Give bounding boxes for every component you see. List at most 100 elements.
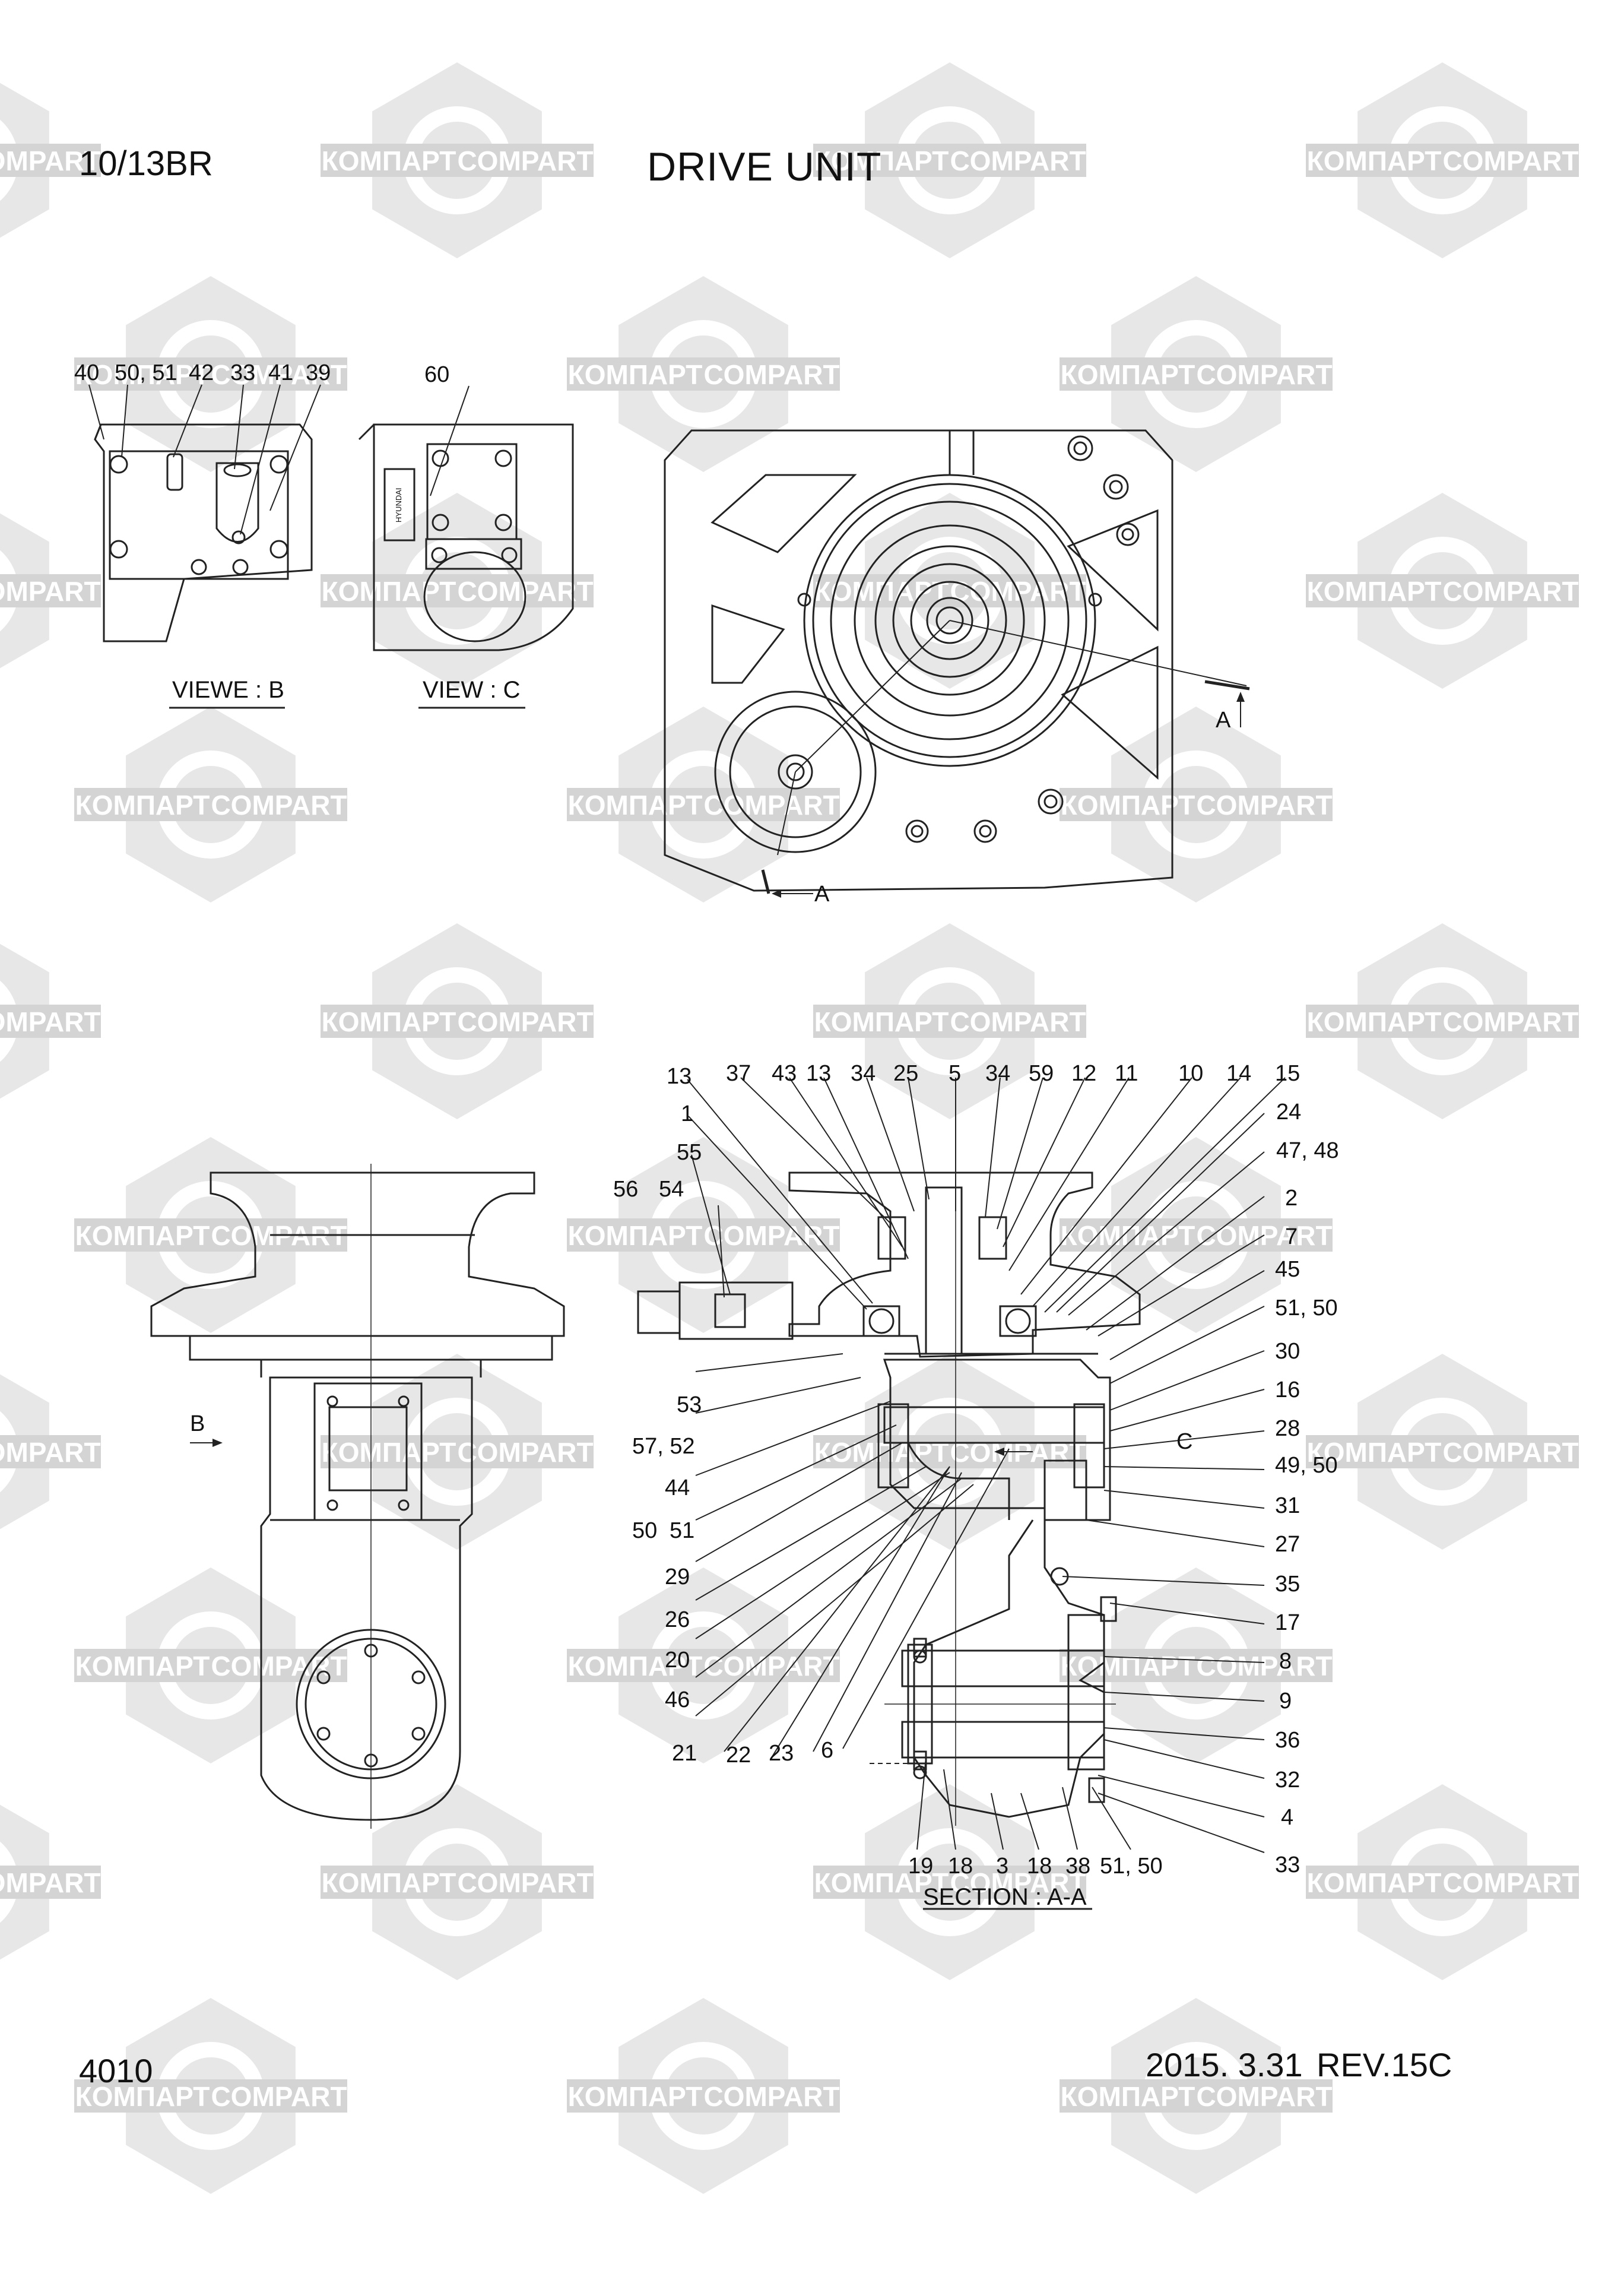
watermark-text: COMPART bbox=[950, 1867, 1086, 1898]
page-number: 4010 bbox=[79, 2052, 153, 2089]
view-b-caption: VIEWE : B bbox=[172, 677, 284, 703]
page-title: DRIVE UNIT bbox=[647, 144, 882, 189]
callout-7: 7 bbox=[1285, 1224, 1298, 1249]
watermark-text: КОМПАРТ bbox=[1307, 145, 1442, 176]
callout-31: 31 bbox=[1275, 1493, 1300, 1518]
watermark-text: КОМПАРТ bbox=[75, 790, 210, 821]
watermark-text: КОМПАРТ bbox=[814, 145, 949, 176]
callout-30: 30 bbox=[1275, 1339, 1300, 1364]
side-view-markers: B bbox=[190, 1411, 205, 1436]
view-c-callouts: 60 HYUNDAI VIEW : C bbox=[394, 362, 520, 703]
watermark-text: COMPART bbox=[457, 1006, 593, 1037]
callout-46: 46 bbox=[665, 1687, 690, 1712]
watermark-text: COMPART bbox=[950, 1006, 1086, 1037]
callout-34: 34 bbox=[985, 1061, 1010, 1086]
watermark-text: КОМПАРТ bbox=[1307, 576, 1442, 607]
callout-32: 32 bbox=[1275, 1768, 1300, 1793]
watermark-text: КОМПАРТ bbox=[322, 576, 456, 607]
callout-12: 12 bbox=[1071, 1061, 1096, 1086]
watermark-text: COMPART bbox=[0, 1006, 101, 1037]
watermark-text: КОМПАРТ bbox=[1061, 2081, 1195, 2112]
callout-9: 9 bbox=[1279, 1689, 1292, 1714]
watermark-text: КОМПАРТ bbox=[322, 1867, 456, 1898]
watermark-text: КОМПАРТ bbox=[75, 1220, 210, 1251]
watermark-text: COMPART bbox=[0, 145, 101, 176]
callout-8: 8 bbox=[1279, 1649, 1292, 1674]
side-view bbox=[150, 1164, 565, 1829]
callout-44: 44 bbox=[665, 1475, 690, 1500]
section-a-a-callouts: 13 37 43 13 34 25 5 34 59 12 11 10 14 15… bbox=[613, 1061, 1339, 1910]
callout-41: 41 bbox=[268, 360, 293, 385]
callout-18: 18 bbox=[1027, 1854, 1052, 1879]
section-a-a-leaders bbox=[687, 1077, 1286, 1853]
callout-56: 56 bbox=[613, 1177, 638, 1202]
watermark-text: КОМПАРТ bbox=[1307, 1006, 1442, 1037]
watermark-text: COMPART bbox=[0, 1437, 101, 1468]
section-a-a bbox=[637, 1128, 1141, 1910]
callout-39: 39 bbox=[306, 360, 331, 385]
callout-54: 54 bbox=[659, 1177, 684, 1202]
callout-45: 45 bbox=[1275, 1257, 1300, 1282]
callout-3: 3 bbox=[996, 1854, 1008, 1879]
callout-10: 10 bbox=[1178, 1061, 1203, 1086]
watermark-text: COMPART bbox=[1442, 1437, 1578, 1468]
view-c-caption: VIEW : C bbox=[423, 677, 520, 703]
callout-19: 19 bbox=[908, 1854, 933, 1879]
watermark-text: COMPART bbox=[211, 1651, 347, 1682]
callout-50-51: 50, 51 bbox=[115, 360, 177, 385]
watermark-text: COMPART bbox=[211, 790, 347, 821]
callout-11: 11 bbox=[1115, 1061, 1138, 1086]
watermark-text: КОМПАРТ bbox=[75, 1651, 210, 1682]
callout-15: 15 bbox=[1275, 1061, 1300, 1086]
revision-code: REV.15C bbox=[1317, 2046, 1452, 2083]
callout-29: 29 bbox=[665, 1565, 690, 1589]
callout-20: 20 bbox=[665, 1648, 690, 1673]
callout-35: 35 bbox=[1275, 1572, 1300, 1597]
watermark-text: COMPART bbox=[703, 359, 839, 390]
watermark-text: КОМПАРТ bbox=[568, 359, 703, 390]
watermark-text: COMPART bbox=[1196, 2081, 1332, 2112]
watermark-text: COMPART bbox=[703, 1651, 839, 1682]
callout-1: 1 bbox=[681, 1101, 693, 1126]
callout-51: 51 bbox=[670, 1518, 694, 1543]
watermark-text: COMPART bbox=[1196, 1651, 1332, 1682]
watermark-text: КОМПАРТ bbox=[568, 2081, 703, 2112]
callout-59: 59 bbox=[1029, 1061, 1054, 1086]
watermark-text: КОМПАРТ bbox=[75, 2081, 210, 2112]
callout-6: 6 bbox=[821, 1738, 833, 1763]
callout-26: 26 bbox=[665, 1607, 690, 1632]
section-marker-a-right: A bbox=[1216, 708, 1231, 733]
callout-13: 13 bbox=[667, 1064, 692, 1089]
callout-53: 53 bbox=[677, 1392, 702, 1417]
callout-42: 42 bbox=[189, 360, 214, 385]
watermark-text: КОМПАРТ bbox=[75, 359, 210, 390]
nameplate-brand: HYUNDAI bbox=[394, 487, 403, 522]
watermark-text: COMPART bbox=[1442, 1867, 1578, 1898]
watermark-text: КОМПАРТ bbox=[568, 790, 703, 821]
watermark-text: КОМПАРТ bbox=[1061, 1651, 1195, 1682]
callout-33: 33 bbox=[230, 360, 255, 385]
callout-60: 60 bbox=[424, 362, 449, 387]
watermark-text: КОМПАРТ bbox=[1307, 1437, 1442, 1468]
callout-43: 43 bbox=[772, 1061, 797, 1086]
view-b-callouts: 40 50, 51 42 33 41 39 VIEWE : B bbox=[74, 360, 331, 703]
callout-18: 18 bbox=[948, 1854, 973, 1879]
callout-25: 25 bbox=[893, 1061, 918, 1086]
view-arrow-b: B bbox=[190, 1411, 205, 1436]
